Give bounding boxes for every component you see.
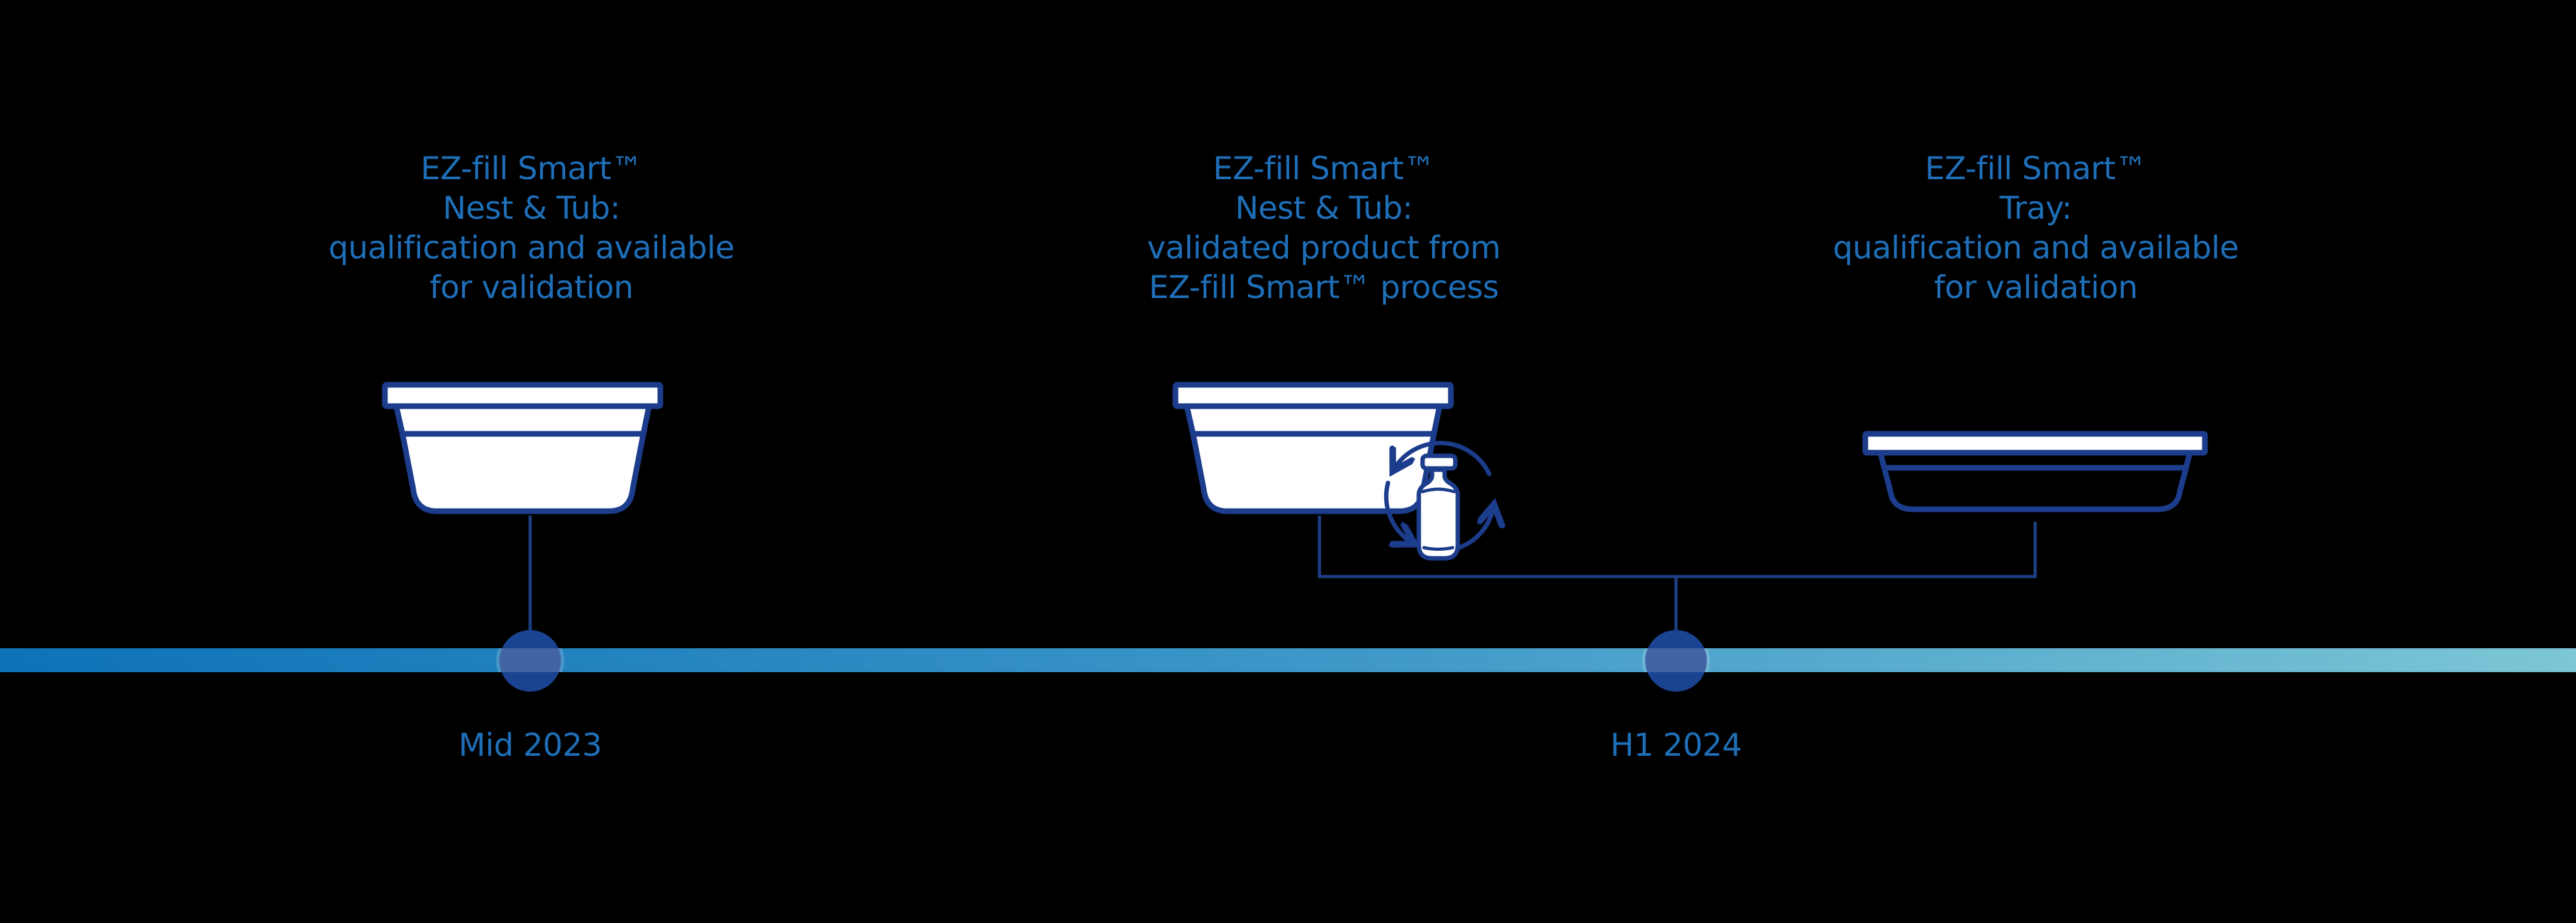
text-line: validated product from	[1147, 229, 1501, 266]
milestone-dot-mid2023	[499, 630, 561, 692]
timeline-bar	[0, 648, 2576, 672]
vial-cap-line	[1424, 467, 1454, 472]
tray-icon	[1862, 431, 2208, 512]
tub-lid	[382, 382, 663, 409]
text-line: qualification and available	[328, 229, 735, 266]
vial-cap	[1420, 453, 1458, 471]
text-line: EZ-fill Smart™	[1924, 150, 2147, 187]
vial-icon	[1416, 453, 1460, 561]
dot-halo	[496, 648, 564, 672]
text-line: Nest & Tub:	[1235, 190, 1413, 226]
vial-fill-line	[1421, 487, 1456, 494]
text-line: EZ-fill Smart™	[1213, 150, 1435, 187]
text-line: qualification and available	[1833, 229, 2239, 266]
text-line: for validation	[1934, 269, 2138, 306]
date-label-h1-2024: H1 2024	[1610, 727, 1742, 763]
text-line: EZ-fill Smart™ process	[1148, 269, 1499, 306]
tub-shape	[1172, 382, 1454, 514]
milestone-dot-h12024	[1645, 630, 1707, 692]
milestone-description-nest-tub-2023: EZ-fill Smart™ Nest & Tub: qualification…	[230, 149, 833, 307]
tub-body	[393, 403, 652, 514]
text-line: for validation	[430, 269, 633, 306]
connector-lines	[528, 516, 2037, 632]
text-line: Nest & Tub:	[442, 190, 621, 226]
dot-halo	[1642, 648, 1710, 672]
dot-halos	[496, 648, 1710, 672]
nest-tub-vial-cycle-icon	[1172, 382, 1494, 561]
tub-lid	[1172, 382, 1454, 409]
text-line: EZ-fill Smart™	[420, 150, 643, 187]
tray-body	[1877, 450, 2193, 512]
nest-tub-icon	[382, 382, 663, 514]
milestone-description-nest-tub-2024: EZ-fill Smart™ Nest & Tub: validated pro…	[1022, 149, 1626, 307]
vial-base-line	[1422, 546, 1455, 551]
vial-body	[1416, 467, 1460, 561]
milestone-description-tray-2024: EZ-fill Smart™ Tray: qualification and a…	[1734, 149, 2338, 307]
text-line: Tray:	[1999, 190, 2072, 226]
date-label-mid-2023: Mid 2023	[458, 727, 602, 763]
